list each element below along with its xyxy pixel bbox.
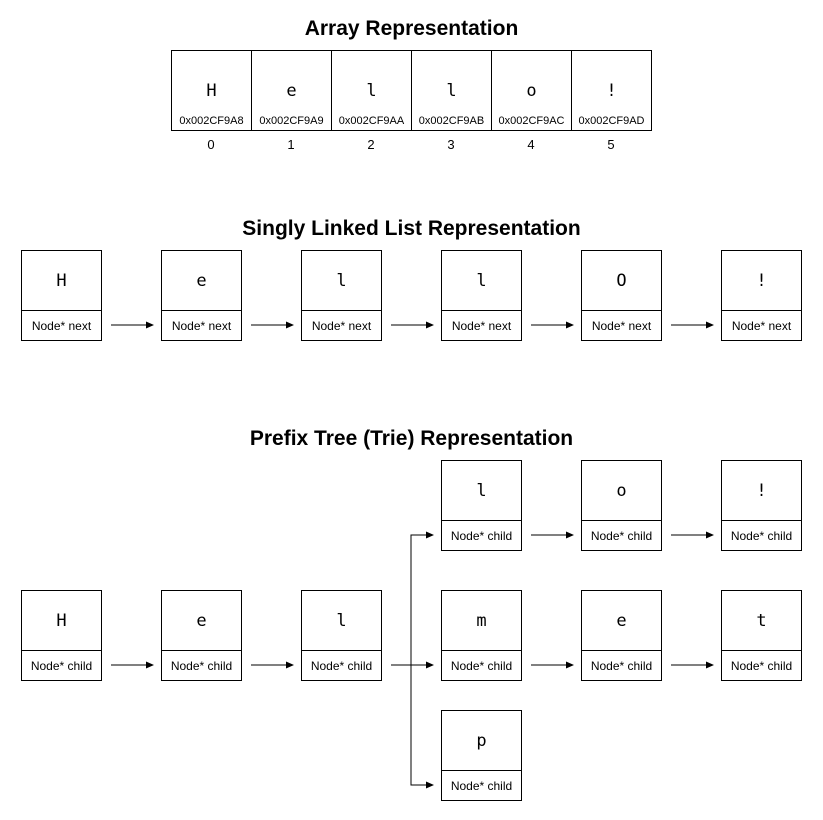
array-cell-address: 0x002CF9AD <box>578 115 645 127</box>
node-char: l <box>302 251 381 311</box>
trie-node: ! Node* child <box>721 460 802 551</box>
array-index: 3 <box>447 137 455 152</box>
array-cell: l 0x002CF9AA <box>331 50 412 131</box>
node-pointer: Node* next <box>311 318 372 333</box>
array-cell-char: H <box>206 81 217 101</box>
trie-node: e Node* child <box>161 590 242 681</box>
array-cell-char: e <box>286 81 297 101</box>
node-char: l <box>302 591 381 651</box>
trie-node: H Node* child <box>21 590 102 681</box>
array-cell-address: 0x002CF9AC <box>498 115 565 127</box>
node-pointer: Node* child <box>450 778 513 793</box>
node-char: l <box>442 461 521 521</box>
node-pointer: Node* child <box>170 658 233 673</box>
array-cell-address: 0x002CF9A8 <box>179 115 244 127</box>
node-pointer: Node* child <box>590 658 653 673</box>
node-pointer: Node* child <box>730 658 793 673</box>
arrow <box>410 665 434 789</box>
node-pointer: Node* child <box>590 528 653 543</box>
node-pointer: Node* next <box>591 318 652 333</box>
node-pointer: Node* child <box>310 658 373 673</box>
array-cell-char: l <box>446 81 457 101</box>
node-pointer: Node* next <box>171 318 232 333</box>
node-char: o <box>582 461 661 521</box>
array-cell: l 0x002CF9AB <box>411 50 492 131</box>
node-pointer: Node* child <box>30 658 93 673</box>
node-char: m <box>442 591 521 651</box>
array-index: 5 <box>607 137 615 152</box>
arrow <box>410 531 434 665</box>
node-char: e <box>162 591 241 651</box>
node-char: H <box>22 251 101 311</box>
trie-node: l Node* child <box>441 460 522 551</box>
trie-title: Prefix Tree (Trie) Representation <box>249 427 574 450</box>
trie-node: t Node* child <box>721 590 802 681</box>
node-pointer: Node* next <box>731 318 792 333</box>
trie-node: e Node* child <box>581 590 662 681</box>
array-index: 2 <box>367 137 375 152</box>
list-node: e Node* next <box>161 250 242 341</box>
list-node: l Node* next <box>441 250 522 341</box>
node-pointer: Node* child <box>730 528 793 543</box>
node-pointer: Node* child <box>450 528 513 543</box>
array-title: Array Representation <box>304 17 519 40</box>
array-cell-address: 0x002CF9AA <box>338 115 405 127</box>
array-cell: e 0x002CF9A9 <box>251 50 332 131</box>
node-char: p <box>442 711 521 771</box>
array-cell-char: o <box>526 81 537 101</box>
node-char: ! <box>722 461 801 521</box>
array-index: 0 <box>207 137 215 152</box>
array-cell-char: l <box>366 81 377 101</box>
node-char: t <box>722 591 801 651</box>
node-pointer: Node* next <box>31 318 92 333</box>
array-cell: ! 0x002CF9AD <box>571 50 652 131</box>
array-cell-address: 0x002CF9A9 <box>259 115 324 127</box>
array-index: 4 <box>527 137 535 152</box>
node-char: H <box>22 591 101 651</box>
trie-node: p Node* child <box>441 710 522 801</box>
array-cell-address: 0x002CF9AB <box>418 115 485 127</box>
node-pointer: Node* child <box>450 658 513 673</box>
list-node: H Node* next <box>21 250 102 341</box>
linked-list-title: Singly Linked List Representation <box>242 217 581 240</box>
node-char: O <box>582 251 661 311</box>
node-char: e <box>162 251 241 311</box>
node-char: ! <box>722 251 801 311</box>
node-char: e <box>582 591 661 651</box>
list-node: ! Node* next <box>721 250 802 341</box>
trie-node: o Node* child <box>581 460 662 551</box>
node-pointer: Node* next <box>451 318 512 333</box>
list-node: O Node* next <box>581 250 662 341</box>
array-cell-char: ! <box>606 81 617 101</box>
trie-node: l Node* child <box>301 590 382 681</box>
array-index: 1 <box>287 137 295 152</box>
trie-node: m Node* child <box>441 590 522 681</box>
list-node: l Node* next <box>301 250 382 341</box>
node-char: l <box>442 251 521 311</box>
